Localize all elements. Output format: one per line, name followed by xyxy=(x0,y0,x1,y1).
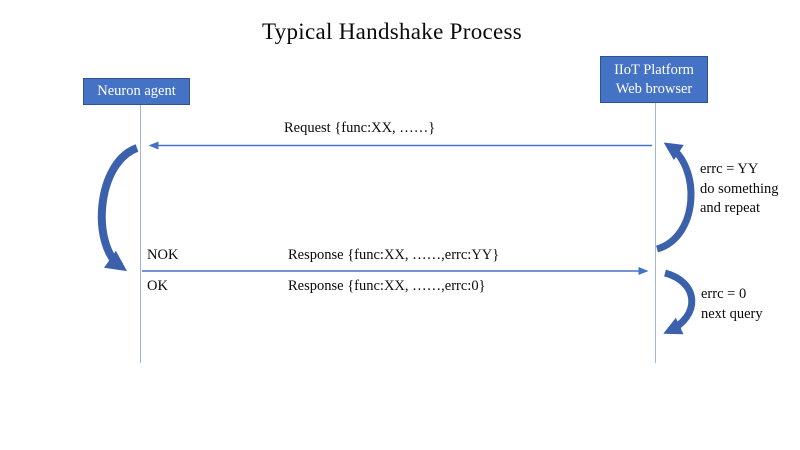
retry-annotation: errc = YY do something and repeat xyxy=(700,160,779,219)
retry-annotation-line1: errc = YY xyxy=(700,161,759,177)
actor-iiot-platform-label-line2: Web browser xyxy=(615,80,693,97)
response-ok-label: Response {func:XX, ……,errc:0} xyxy=(288,278,486,294)
request-label: Request {func:XX, ……} xyxy=(284,120,436,136)
response-nok-label: Response {func:XX, ……,errc:YY} xyxy=(288,247,500,263)
platform-retry-arrow xyxy=(655,142,695,253)
diagram-title: Typical Handshake Process xyxy=(261,19,523,44)
nok-label: NOK xyxy=(147,247,179,263)
next-annotation-line2: next query xyxy=(701,305,763,322)
actor-neuron-agent: Neuron agent xyxy=(83,78,190,105)
lifeline-neuron-agent xyxy=(140,105,142,363)
lifeline-iiot-platform xyxy=(654,103,656,363)
agent-loop-arrow xyxy=(97,144,139,272)
actor-iiot-platform-label-line1: IIoT Platform xyxy=(614,61,694,78)
retry-annotation-line3: and repeat xyxy=(700,200,760,216)
next-annotation: errc = 0 next query xyxy=(701,285,763,324)
platform-next-arrow xyxy=(663,269,696,335)
actor-neuron-agent-label: Neuron agent xyxy=(97,83,176,99)
retry-annotation-line2: do something xyxy=(700,180,779,197)
ok-label: OK xyxy=(147,278,168,294)
next-annotation-line1: errc = 0 xyxy=(701,286,747,302)
actor-iiot-platform: IIoT Platform Web browser xyxy=(600,56,708,103)
